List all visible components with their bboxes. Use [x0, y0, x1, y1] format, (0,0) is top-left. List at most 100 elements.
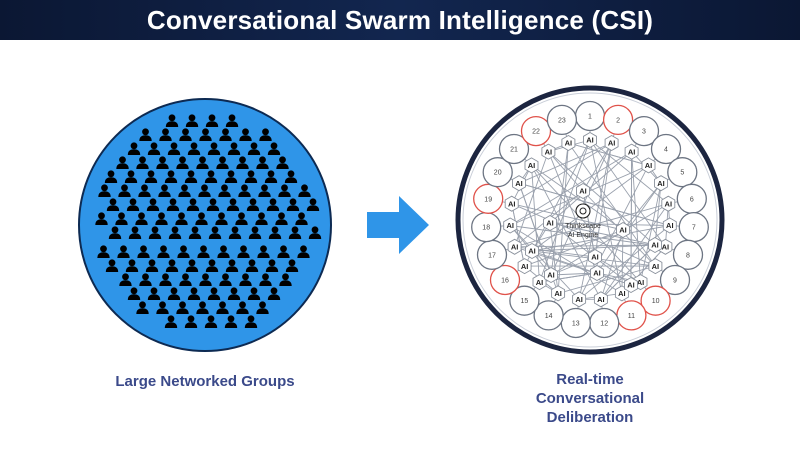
- group-node: [659, 264, 691, 296]
- network-link: [600, 244, 656, 300]
- group-number: 22: [532, 129, 540, 136]
- ai-label: AI: [665, 199, 673, 208]
- ai-node: [532, 274, 547, 291]
- network-link: [514, 203, 669, 248]
- ai-label: AI: [627, 281, 635, 290]
- ai-label: AI: [662, 243, 670, 252]
- ai-node: [583, 131, 597, 149]
- ai-node: [504, 195, 519, 212]
- thinkscape-engine: Thinkscape AI Engine: [565, 203, 601, 239]
- group-number: 17: [488, 252, 496, 259]
- network-link: [550, 272, 598, 276]
- ai-node: [641, 157, 656, 174]
- group-node: [509, 285, 540, 316]
- ai-label: AI: [666, 221, 674, 230]
- ai-node: [654, 175, 668, 192]
- group-number: 12: [600, 321, 608, 328]
- network-link: [511, 203, 624, 231]
- network-link: [549, 222, 670, 226]
- group-number: 6: [690, 196, 694, 203]
- ai-node: [588, 248, 602, 266]
- ai-node: [661, 195, 676, 212]
- group-node: [482, 157, 513, 188]
- group-number: 16: [501, 278, 509, 285]
- ai-label: AI: [637, 278, 645, 287]
- group-number: 19: [484, 196, 492, 203]
- group-node: [602, 104, 634, 136]
- ai-node: [524, 157, 539, 174]
- group-number: 1: [588, 114, 592, 121]
- group-number: 10: [652, 298, 660, 305]
- network-link: [548, 151, 584, 192]
- ai-label: AI: [554, 289, 562, 298]
- ai-label: AI: [579, 187, 587, 196]
- right-caption-line2: Conversational: [535, 390, 645, 407]
- ai-node: [517, 258, 532, 275]
- ai-label: AI: [528, 247, 536, 256]
- network-link: [631, 151, 641, 283]
- ai-label: AI: [515, 179, 523, 188]
- group-node: [667, 157, 698, 188]
- network-link: [509, 151, 632, 226]
- group-number: 5: [680, 170, 684, 177]
- ai-node: [648, 236, 662, 254]
- engine-label-line1: Thinkscape: [565, 223, 601, 230]
- ai-node: [624, 276, 638, 294]
- network-link: [640, 183, 662, 283]
- ai-node: [593, 291, 608, 308]
- engine-label-line2: AI Engine: [568, 232, 598, 239]
- group-node: [473, 183, 504, 214]
- ai-label: AI: [565, 139, 573, 148]
- network-link: [594, 256, 641, 283]
- network-link: [589, 139, 623, 294]
- ai-node: [624, 143, 639, 160]
- ai-label: AI: [508, 199, 516, 208]
- network-link: [518, 183, 552, 276]
- right-caption-line1: Real-time: [556, 371, 624, 388]
- group-number: 14: [545, 313, 553, 320]
- left-caption: Large Networked Groups: [115, 373, 295, 390]
- ai-label: AI: [545, 147, 553, 156]
- network-link: [509, 225, 623, 294]
- ai-label: AI: [536, 278, 544, 287]
- group-number: 2: [616, 117, 620, 124]
- network-link: [548, 151, 656, 246]
- ai-label: AI: [619, 226, 627, 235]
- ai-node: [616, 221, 630, 239]
- ai-label: AI: [506, 221, 514, 230]
- ai-node: [572, 291, 587, 308]
- ai-label: AI: [528, 161, 536, 170]
- ai-label: AI: [645, 161, 653, 170]
- group-number: 7: [692, 225, 696, 232]
- engine-logo-icon: [575, 203, 591, 219]
- network-link: [549, 222, 666, 248]
- ai-label: AI: [593, 269, 601, 278]
- group-number: 20: [494, 170, 502, 177]
- network-link: [589, 139, 669, 205]
- network-link: [531, 165, 540, 283]
- group-node: [489, 264, 521, 296]
- ai-label: AI: [618, 289, 626, 298]
- ai-node: [544, 266, 558, 284]
- group-number: 8: [686, 252, 690, 259]
- network-link: [621, 229, 624, 294]
- group-node: [498, 133, 530, 165]
- ai-node: [648, 258, 663, 275]
- network-link: [531, 165, 602, 300]
- ai-node: [525, 242, 539, 260]
- group-number: 11: [628, 313, 635, 320]
- group-node: [640, 285, 671, 316]
- right-caption-line3: Deliberation: [546, 409, 634, 426]
- network-link: [514, 151, 549, 247]
- network-link: [630, 151, 633, 286]
- group-node: [650, 133, 682, 165]
- ai-node: [503, 217, 518, 234]
- group-node: [628, 115, 660, 147]
- slide-title: Conversational Swarm Intelligence (CSI): [146, 4, 654, 35]
- network-link: [511, 203, 526, 267]
- network-link: [582, 142, 612, 192]
- group-number: 4: [664, 147, 668, 154]
- ai-label: AI: [652, 262, 660, 271]
- ai-node: [512, 175, 526, 192]
